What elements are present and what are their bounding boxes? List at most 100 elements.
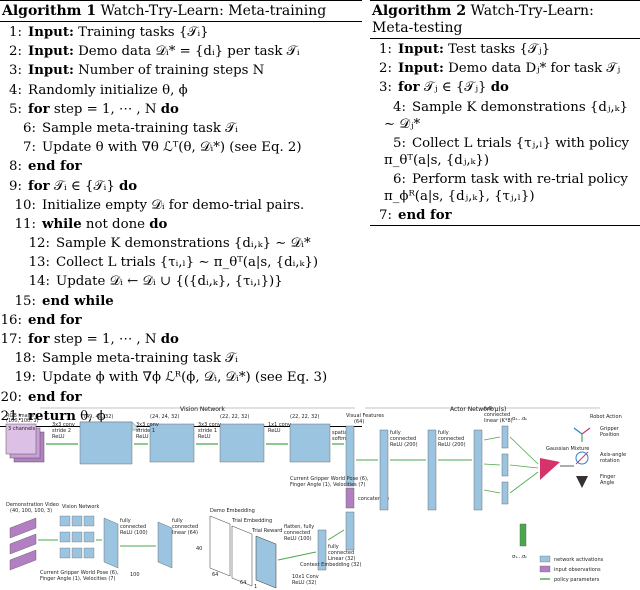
fc2-label-3: ReLU (200) <box>438 442 466 448</box>
line-text: Perform task with re-trial policy π_ϕᴿ(a… <box>384 171 628 204</box>
line-number: 2: <box>9 44 22 60</box>
robot-action-label: Robot Action <box>590 414 622 420</box>
line-number: 1: <box>379 42 392 57</box>
line-number: 13: <box>28 255 50 271</box>
algo1-line: 8:end for <box>0 157 362 176</box>
gripper-pose-vector <box>345 487 355 509</box>
algo1-line: 13: Collect L trials {τᵢ,ₗ} ∼ π_θᵀ(a|s, {… <box>0 253 362 272</box>
algo1-line: 4:Randomly initialize θ, ϕ <box>0 81 362 100</box>
line-text: Demo data 𝒟ᵢ* = {dᵢ} per task 𝒯ᵢ <box>73 44 300 60</box>
keyword: return <box>28 408 76 424</box>
keyword: for <box>28 101 50 117</box>
keyword: do <box>160 332 179 347</box>
concatenate-label: concatenate <box>358 496 389 502</box>
keyword: do <box>119 178 138 194</box>
demo-branch-arrows <box>38 529 345 561</box>
gripper-pose-bottom-label: Current Gripper World Pose (6), <box>40 570 119 576</box>
line-number: 2: <box>379 61 392 77</box>
trial-reward-block <box>255 535 277 589</box>
fc1-vector <box>379 429 389 511</box>
conv-3-op-stride: stride 1 <box>198 428 217 434</box>
alpha-label: α₁...αₖ <box>512 416 528 422</box>
conv10x1-label: 10x1 Conv <box>292 574 319 580</box>
conv-4-dims: (22, 22, 32) <box>290 414 319 420</box>
actor-network-label: Actor Network μ(s) <box>450 406 506 413</box>
visual-features-dims: (64) <box>354 419 364 425</box>
line-number: 7: <box>379 207 392 223</box>
conv-1-op-stride: stride 2 <box>52 428 71 434</box>
line-number: 6: <box>393 171 406 187</box>
algo1-line: 21:return θ, ϕ <box>0 407 362 426</box>
algo1-line: 5:for step = 1, ⋯ , N do <box>0 100 362 119</box>
fc-linear32-label-2: connected <box>328 550 354 556</box>
algo1-line: 14:Update 𝒟ᵢ ← 𝒟ᵢ ∪ {({dᵢ,ₖ}, {τᵢ,ₗ})} <box>0 272 362 291</box>
algo2-line: 2:Input: Demo data Dⱼ* for task 𝒯ⱼ <box>370 59 640 78</box>
keyword: end for <box>28 312 82 328</box>
line-number: 8: <box>9 159 22 175</box>
fc-linear64-label-3: linear (64) <box>172 530 198 536</box>
line-text: Training tasks {𝒯ᵢ} <box>73 25 209 40</box>
flatten-fc-label-3: ReLU (100) <box>284 536 312 542</box>
algo1-line: 1:Input: Training tasks {𝒯ᵢ} <box>0 23 362 42</box>
rgb-image-label: RGB image <box>6 413 34 419</box>
gaussian-mixture-shape <box>540 458 560 480</box>
line-number: 1: <box>9 25 22 40</box>
algo1-line: 11:while not done do <box>0 215 362 234</box>
sigma-label: σ₁...σₖ <box>512 554 527 560</box>
architecture-diagram: Vision Network Actor Network μ(s) RGB im… <box>5 406 626 590</box>
rgb-image-input <box>5 423 45 463</box>
algorithm-2-title: Watch-Try-Learn: Meta-testing <box>372 3 594 36</box>
dim-100-label: 100 <box>130 572 140 578</box>
line-number: 3: <box>379 80 392 96</box>
algo1-line: 12:Sample K demonstrations {dᵢ,ₖ} ∼ 𝒟ᵢ* <box>0 234 362 253</box>
line-text: Demo data Dⱼ* for task 𝒯ⱼ <box>443 61 621 77</box>
fc3-label: fully <box>484 406 495 412</box>
algo1-line: 7:Update θ with ∇θ ℒᵀ(θ, 𝒟ᵢ*) (see Eq. 2… <box>0 138 362 157</box>
line-number: 16: <box>0 312 22 328</box>
algo1-line: 17:for step = 1, ⋯ , N do <box>0 330 362 349</box>
legend-inputs: input observations <box>554 567 601 573</box>
algo1-line: 2:Input: Demo data 𝒟ᵢ* = {dᵢ} per task 𝒯… <box>0 42 362 61</box>
fc2-label: fully <box>438 430 449 436</box>
line-text: Collect L trials {τᵢ,ₗ} ∼ π_θᵀ(a|s, {dᵢ,… <box>56 255 319 271</box>
line-number: 11: <box>14 216 36 232</box>
algo1-line: 16: end for <box>0 311 362 330</box>
line-text: not done <box>81 216 150 232</box>
fc-relu100-block <box>103 517 119 569</box>
demo-embedding-label: Demo Embedding <box>210 508 255 514</box>
line-text: Number of training steps N <box>73 63 265 79</box>
algorithm-1-title: Watch-Try-Learn: Meta-training <box>100 3 327 19</box>
spatial-softmax-label: spatial <box>332 430 349 436</box>
keyword: for <box>398 80 420 96</box>
gripper-pose-bottom-label-2: Finger Angle (1), Velocities (7) <box>40 576 115 582</box>
conv-2-dims: (24, 24, 32) <box>150 414 179 420</box>
line-text: Sample K demonstrations {dᵢ,ₖ} ∼ 𝒟ᵢ* <box>56 236 311 252</box>
line-text: Update ϕ with ∇ϕ ℒᴿ(ϕ, 𝒟ᵢ, 𝒟ᵢ*) (see Eq.… <box>42 370 328 386</box>
visual-features-label: Visual Features <box>346 413 384 419</box>
line-text: θ, ϕ <box>75 408 106 424</box>
legend-activations: network activations <box>554 557 604 563</box>
conv-block-3 <box>219 423 265 463</box>
trial-embedding-label: Trial Embedding <box>231 518 272 524</box>
conv-1-dims: (49, 49, 32) <box>84 414 113 420</box>
line-text: step = 1, ⋯ , N <box>49 101 161 117</box>
fc3-label-2: connected <box>484 412 510 418</box>
axis-angle-icon <box>575 451 589 465</box>
algorithm-2: Algorithm 2 Watch-Try-Learn: Meta-testin… <box>370 0 640 226</box>
rgb-image-dims: (100, 100, 3) <box>6 418 39 424</box>
demo-video-dims: (40, 100, 100, 3) <box>10 508 52 514</box>
algo1-line: 10:Initialize empty 𝒟ᵢ for demo-trial pa… <box>0 196 362 215</box>
fc-relu100-label: fully <box>120 518 131 524</box>
algorithm-2-header: Algorithm 2 Watch-Try-Learn: Meta-testin… <box>370 0 640 39</box>
architecture-figure: Vision Network Actor Network μ(s) RGB im… <box>0 400 640 590</box>
conv-block-4 <box>289 423 331 463</box>
sigma-output <box>501 481 509 505</box>
line-number: 14: <box>28 274 50 290</box>
demo-embedding-block <box>209 515 231 577</box>
conv-2-op: 3x3 conv <box>136 422 159 428</box>
line-text: Sample K demonstrations {dⱼ,ₖ} ∼ 𝒟ⱼ* <box>384 99 628 132</box>
finger-angle-label: Finger <box>600 474 616 480</box>
keyword: end while <box>42 293 114 309</box>
fc-linear32-label: fully <box>328 544 339 550</box>
line-number: 18: <box>14 351 36 367</box>
